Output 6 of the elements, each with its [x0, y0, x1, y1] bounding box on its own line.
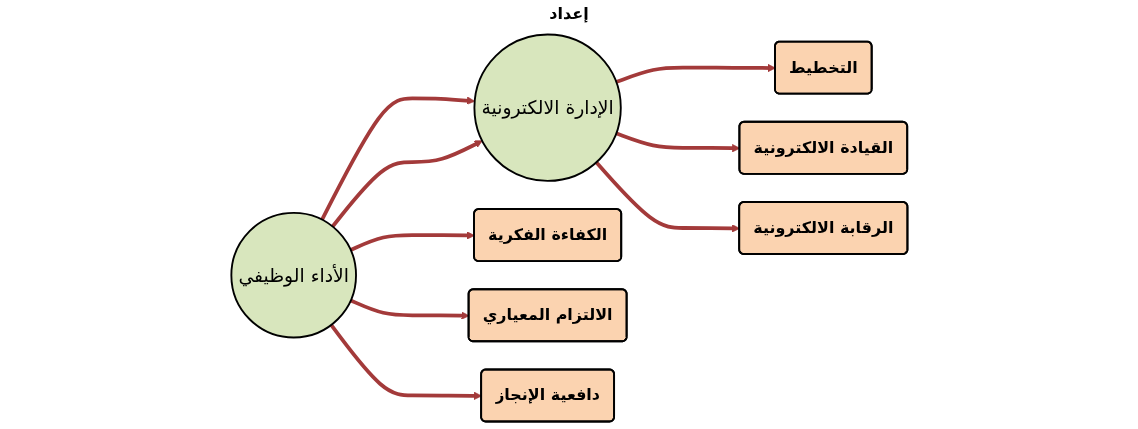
node-circle: الأداء الوظيفي [230, 211, 357, 339]
note-text: إعداد [549, 4, 589, 23]
arrow [330, 140, 483, 228]
node-circle: الإدارة الالكترونية [473, 33, 622, 182]
arrow [320, 96, 475, 221]
arrow [349, 298, 469, 320]
